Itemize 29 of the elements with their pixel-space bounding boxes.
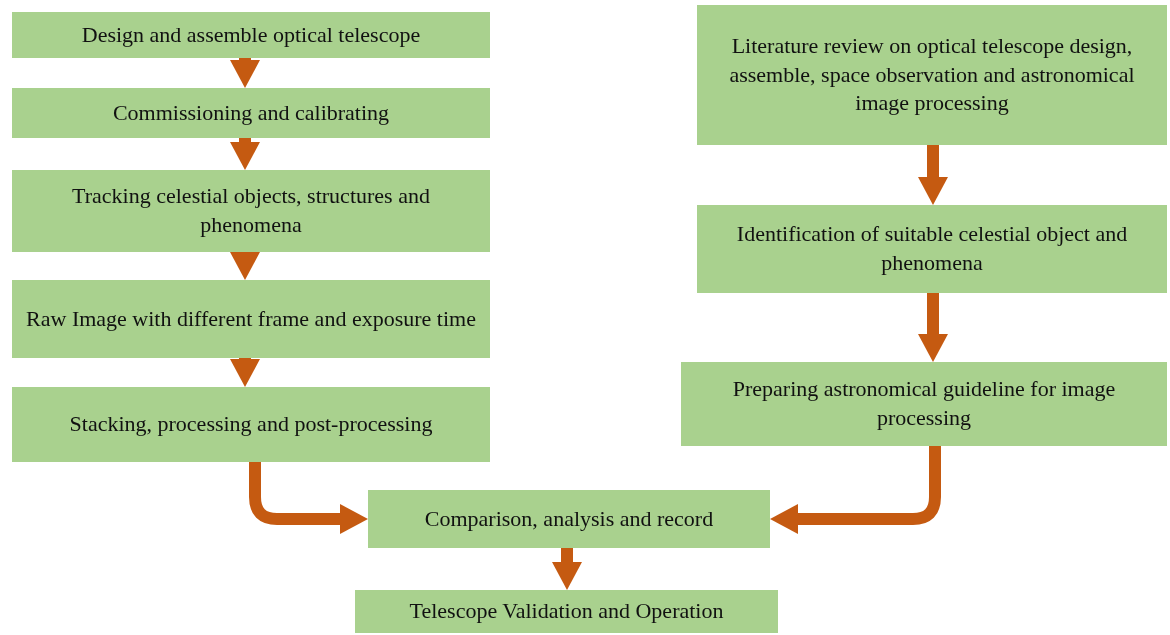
box-label: Comparison, analysis and record xyxy=(424,504,714,533)
process-box xyxy=(368,490,770,548)
box-label: Design and assemble optical telescope xyxy=(81,20,421,49)
arrow xyxy=(918,145,948,205)
process-box xyxy=(697,5,1167,145)
arrow xyxy=(918,293,948,362)
process-box xyxy=(12,280,490,358)
process-box xyxy=(12,88,490,138)
box-label: Commissioning and calibrating xyxy=(112,98,390,127)
box-label: Preparing astronomical guideline for image processing xyxy=(731,375,1117,432)
box-label: Stacking, processing and post-processing xyxy=(69,410,433,439)
arrow xyxy=(230,358,260,387)
process-box xyxy=(355,590,778,633)
box-label: Literature review on optical telescope design, assemble, space observation and astronomical image processing xyxy=(728,32,1136,118)
arrow xyxy=(230,138,260,170)
arrow xyxy=(230,58,260,88)
process-box xyxy=(12,387,490,462)
arrow xyxy=(230,252,260,280)
process-box xyxy=(681,362,1167,446)
process-box xyxy=(12,170,490,252)
arrow xyxy=(552,548,582,590)
arrow xyxy=(770,446,941,534)
box-label: Telescope Validation and Operation xyxy=(409,597,724,626)
box-label: Identification of suitable celestial object and phenomena xyxy=(735,220,1129,277)
process-box xyxy=(12,12,490,58)
arrow xyxy=(249,462,368,534)
box-label: Tracking celestial objects, structures and phenomena xyxy=(71,182,431,239)
process-box xyxy=(697,205,1167,293)
box-label: Raw Image with different frame and exposure time xyxy=(26,304,476,333)
